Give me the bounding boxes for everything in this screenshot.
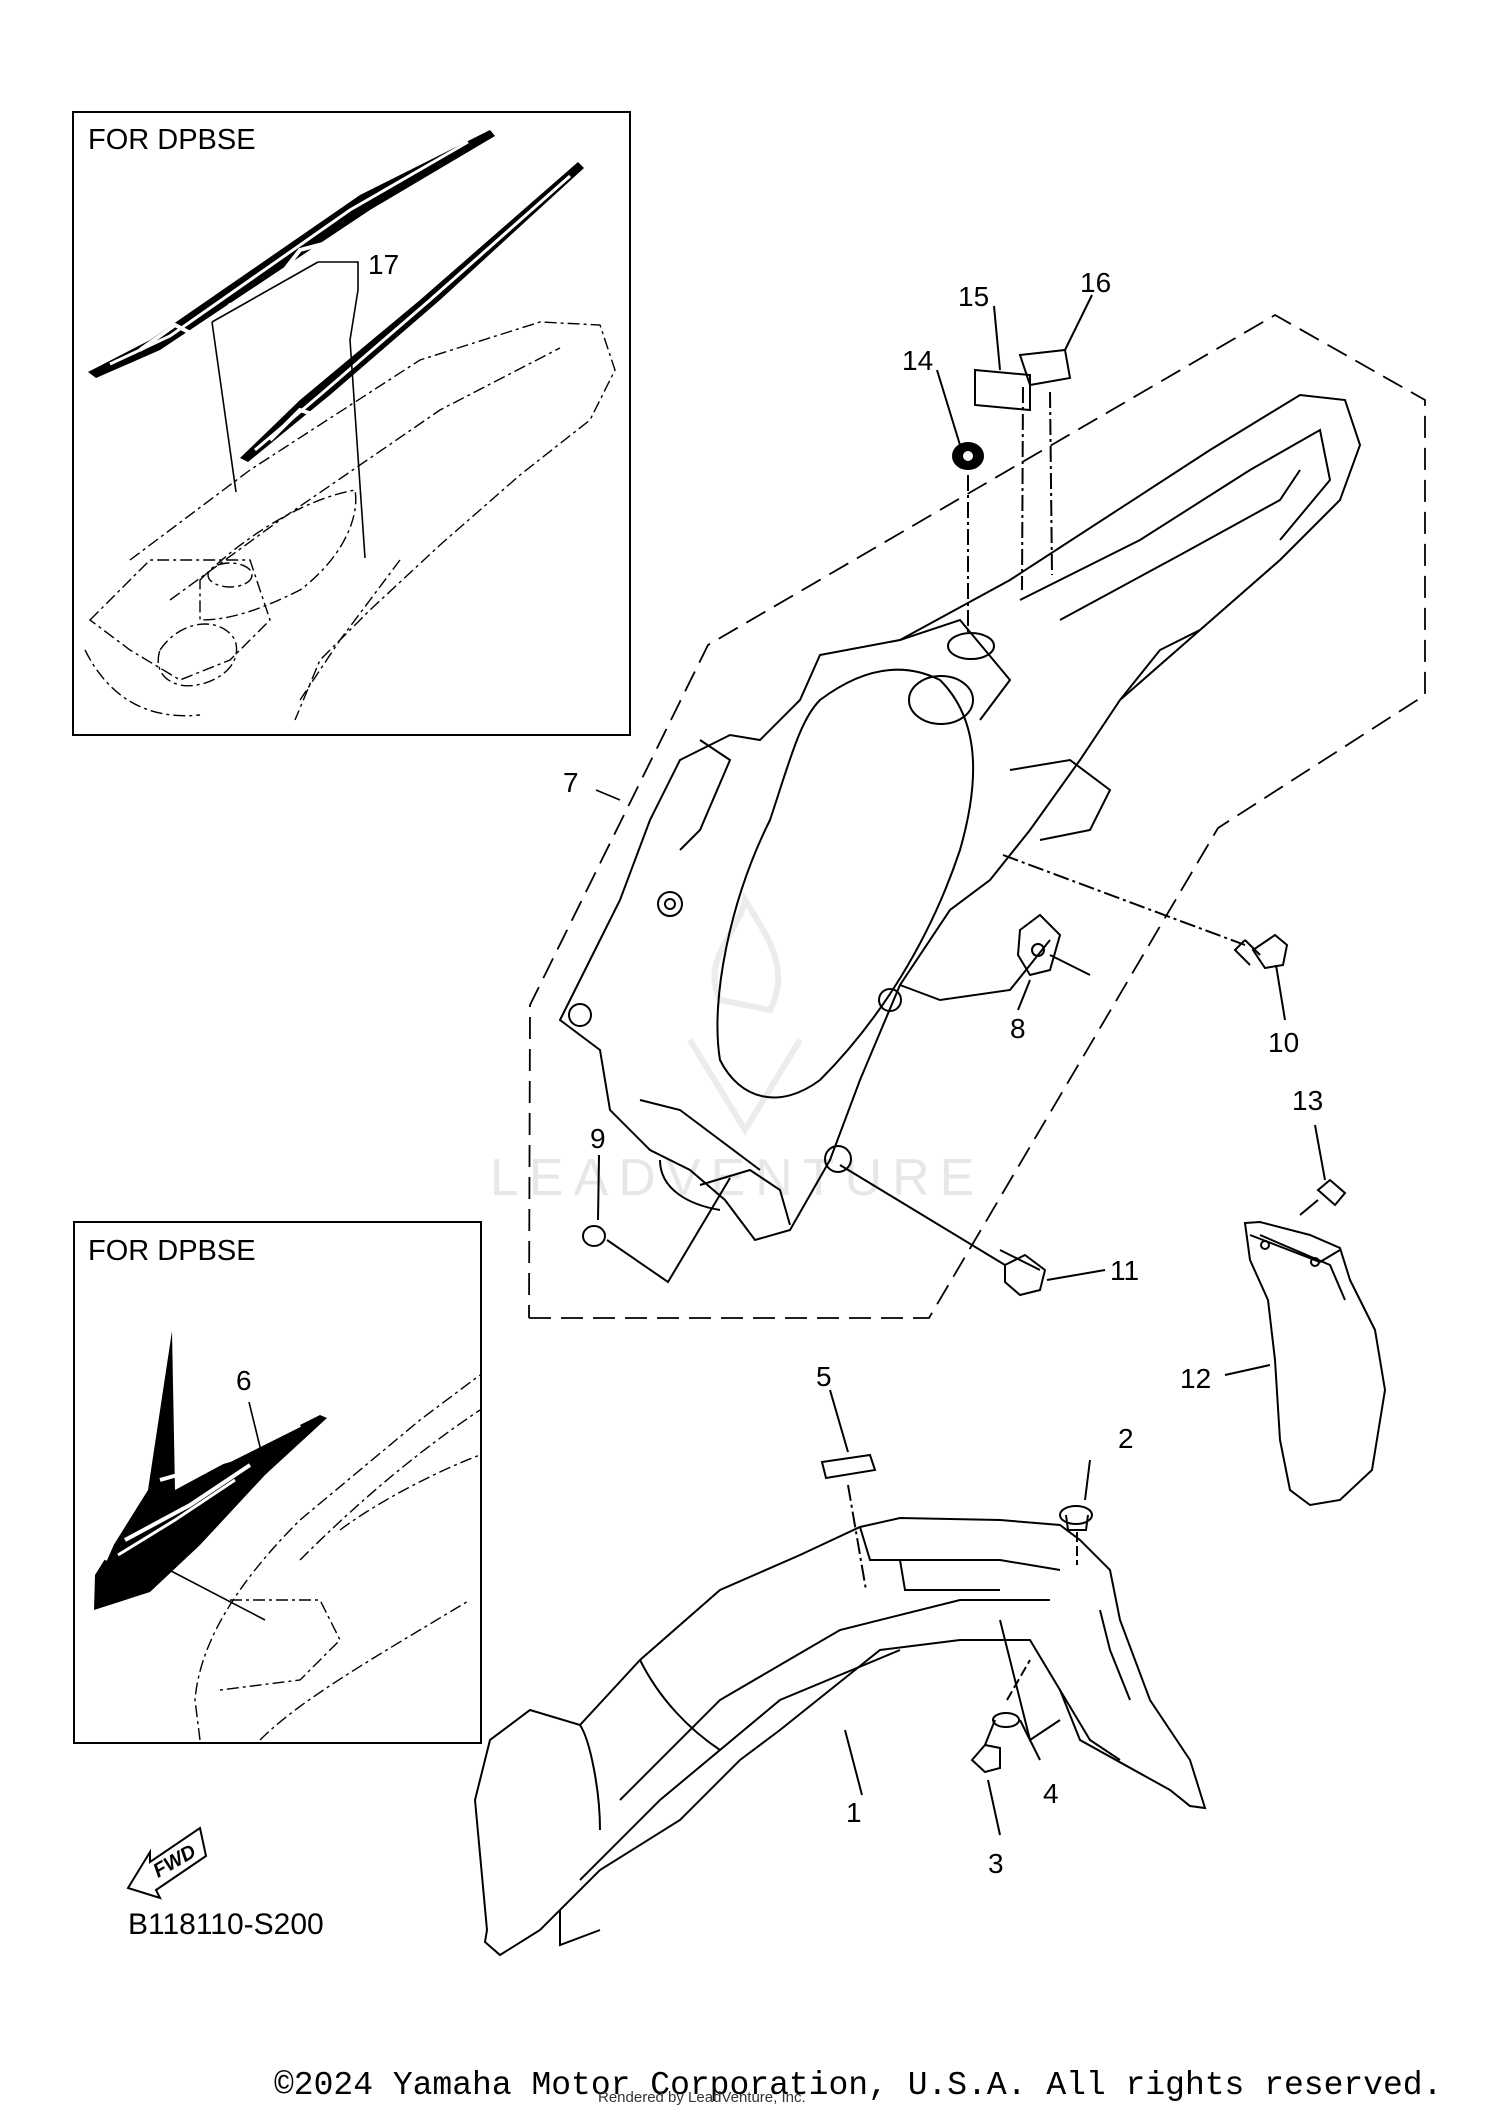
callout-1: 1 — [846, 1797, 862, 1828]
bottom-inset: FOR DPBSE 6 — [73, 1221, 482, 1744]
callout-2: 2 — [1118, 1423, 1134, 1454]
callout-6: 6 — [236, 1365, 252, 1396]
callout-5: 5 — [816, 1361, 832, 1392]
callout-10: 10 — [1268, 1027, 1299, 1058]
callout-11: 11 — [1110, 1255, 1139, 1286]
copyright-notice: ©2024 Yamaha Motor Corporation, U.S.A. A… — [274, 2067, 1443, 2104]
top-inset-title: FOR DPBSE — [88, 124, 256, 156]
bottom-inset-title: FOR DPBSE — [88, 1235, 256, 1267]
mud-flap — [1224, 1220, 1387, 1507]
front-fender — [473, 1389, 1207, 1957]
callout-16: 16 — [1080, 267, 1111, 298]
callout-14: 14 — [902, 345, 933, 376]
decal-17b — [240, 162, 584, 462]
callout-8: 8 — [1010, 1013, 1026, 1044]
callout-7: 7 — [563, 767, 579, 798]
callout-9: 9 — [590, 1123, 606, 1154]
watermark-logo — [687, 891, 803, 1136]
rear-fender-assembly: 7 — [528, 313, 1426, 1319]
callout-12: 12 — [1180, 1363, 1211, 1394]
rendered-by-note: Rendered by LeadVenture, Inc. — [598, 2089, 806, 2106]
callout-15: 15 — [958, 281, 989, 312]
callout-17: 17 — [368, 249, 399, 280]
callout-4: 4 — [1043, 1778, 1059, 1809]
callout-3: 3 — [988, 1848, 1004, 1879]
watermark-text: LEADVENTURE — [490, 1149, 984, 1207]
top-inset: FOR DPBSE 17 — [72, 111, 631, 736]
diagram-code: B118110-S200 — [128, 1908, 324, 1941]
parts-hardware — [582, 294, 1347, 1297]
fwd-arrow-icon: FWD — [126, 1826, 208, 1900]
decal-17a — [88, 130, 495, 378]
decal-6 — [94, 1331, 327, 1610]
callout-13: 13 — [1292, 1085, 1323, 1116]
